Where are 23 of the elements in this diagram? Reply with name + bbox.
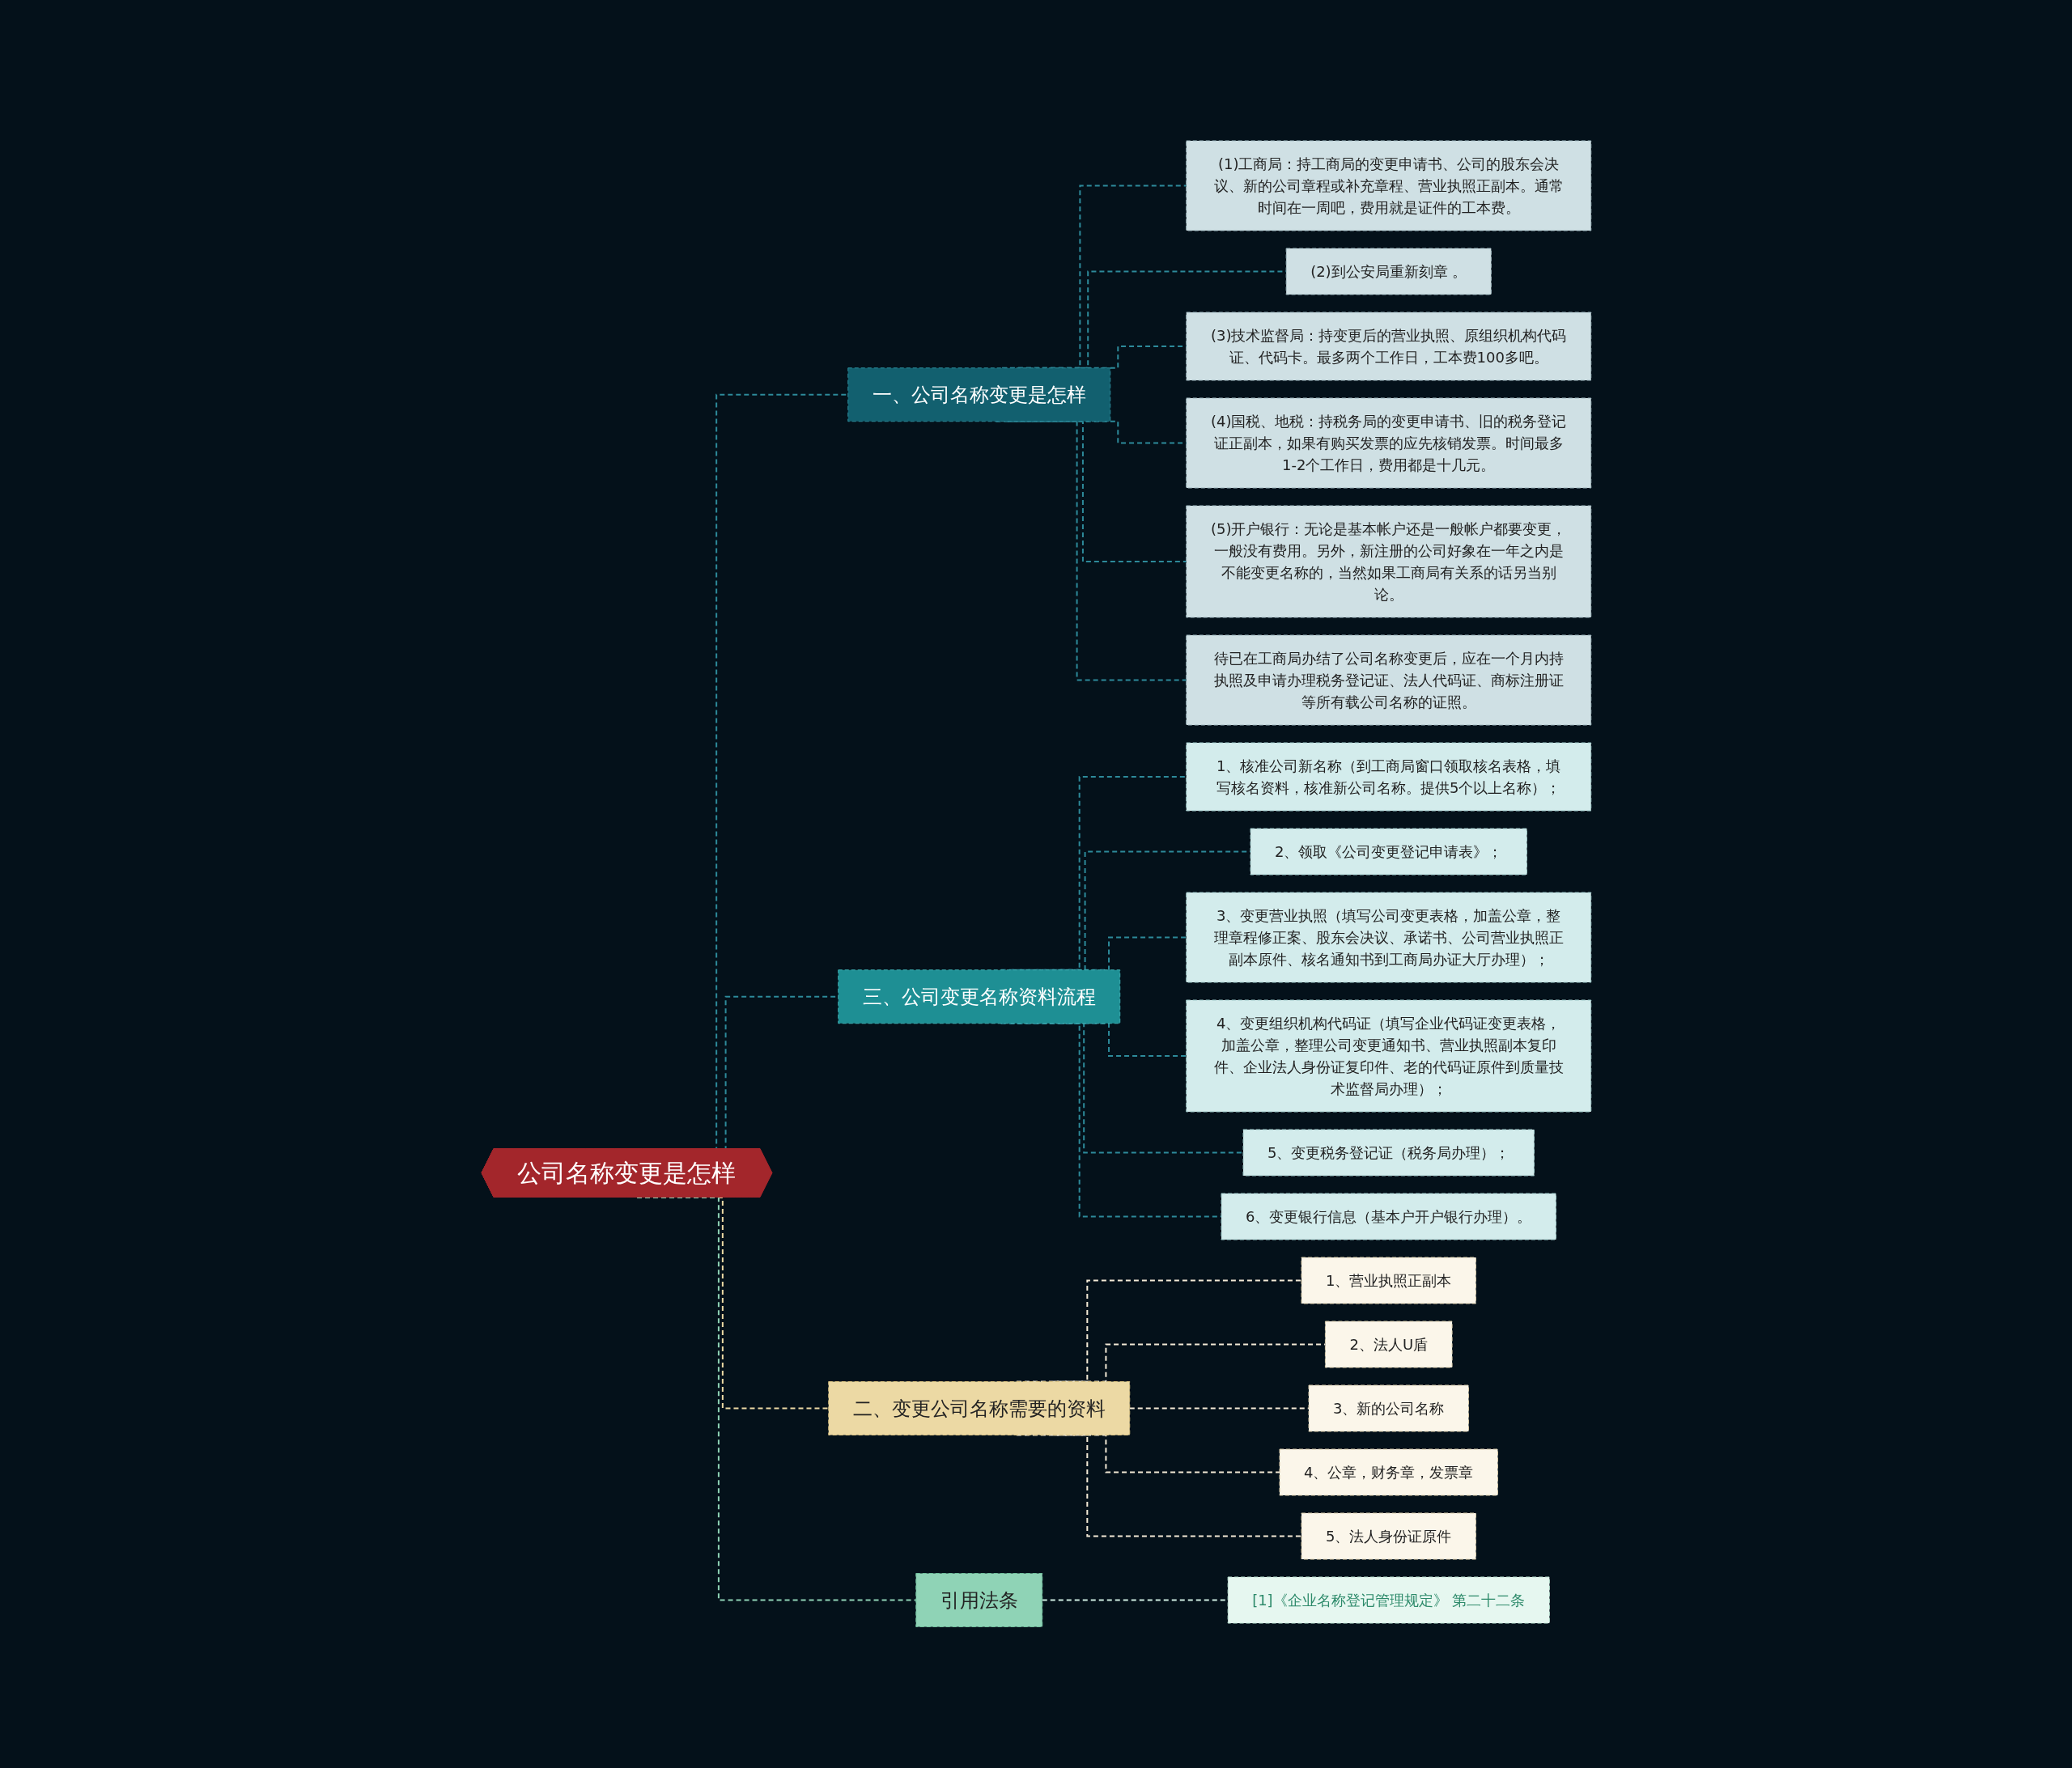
node-box: (2)到公安局重新刻章 。 xyxy=(1285,248,1492,295)
node-box: 6、变更银行信息（基本户开户银行办理）。 xyxy=(1221,1193,1556,1240)
node-box: 待已在工商局办结了公司名称变更后，应在一个月内持执照及申请办理税务登记证、法人代码证、商标注册证等所有载公司名称的证照。 xyxy=(1185,634,1591,726)
node-box: 三、公司变更名称资料流程 xyxy=(837,969,1120,1024)
node-box: 2、领取《公司变更登记申请表》； xyxy=(1250,828,1527,876)
node-box: (3)技术监督局：持变更后的营业执照、原组织机构代码证、代码卡。最多两个工作日，工本费100多吧。 xyxy=(1185,312,1591,381)
node-box: 2、法人U盾 xyxy=(1324,1321,1453,1368)
node-box: 1、核准公司新名称（到工商局窗口领取核名表格，填写核名资料，核准新公司名称。提供5个以上名称）； xyxy=(1185,742,1591,812)
node-box: 3、变更营业执照（填写公司变更表格，加盖公章，整理章程修正案、股东会决议、承诺书、公司营业执照正副本原件、核名通知书到工商局办证大厅办理）； xyxy=(1185,892,1591,983)
node-box: 二、变更公司名称需要的资料 xyxy=(827,1381,1130,1436)
node-box: [1]《企业名称登记管理规定》 第二十二条 xyxy=(1227,1576,1550,1624)
node-box: 引用法条 xyxy=(915,1573,1042,1628)
node-box: (5)开户银行：无论是基本帐户还是一般帐户都要变更，一般没有费用。另外，新注册的公司好象在一年之内是不能变更名称的，当然如果工商局有关系的话另当别论。 xyxy=(1185,505,1591,618)
node-box: 4、公章，财务章，发票章 xyxy=(1279,1448,1498,1496)
node-box: 4、变更组织机构代码证（填写企业代码证变更表格，加盖公章，整理公司变更通知书、营业执照副本复印件、企业法人身份证复印件、老的代码证原件到质量技术监督局办理）； xyxy=(1185,999,1591,1113)
connector xyxy=(1000,184,1187,369)
node-box: 5、变更税务登记证（税务局办理）； xyxy=(1242,1129,1535,1177)
node-box: 1、营业执照正副本 xyxy=(1301,1257,1476,1304)
node-box: 5、法人身份证原件 xyxy=(1301,1512,1476,1560)
node-box: 一、公司名称变更是怎样 xyxy=(847,367,1110,422)
node-box: (1)工商局：持工商局的变更申请书、公司的股东会决议、新的公司章程或补充章程、营业执照正副本。通常时间在一周吧，费用就是证件的工本费。 xyxy=(1185,140,1591,231)
node-box: 3、新的公司名称 xyxy=(1308,1384,1469,1432)
node-box: (4)国税、地税：持税务局的变更申请书、旧的税务登记证正副本，如果有购买发票的应先核销发票。时间最多1-2个工作日，费用都是十几元。 xyxy=(1185,397,1591,489)
